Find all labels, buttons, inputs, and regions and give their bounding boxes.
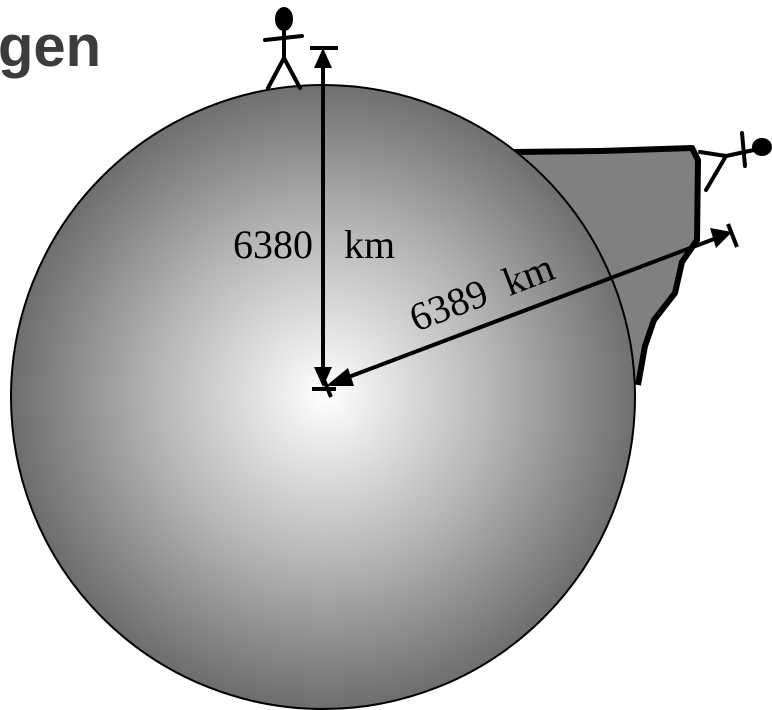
bulge-outline bbox=[511, 145, 701, 386]
equator-stick-figure bbox=[698, 131, 772, 192]
pole-stick-figure bbox=[263, 7, 304, 90]
polar-radius-arrow bbox=[310, 46, 338, 391]
polar-radius-unit: km bbox=[344, 222, 395, 267]
polar-radius-value: 6380 bbox=[233, 222, 313, 267]
slide-title: gen bbox=[0, 14, 101, 79]
equatorial-radius-arrow bbox=[322, 223, 739, 398]
